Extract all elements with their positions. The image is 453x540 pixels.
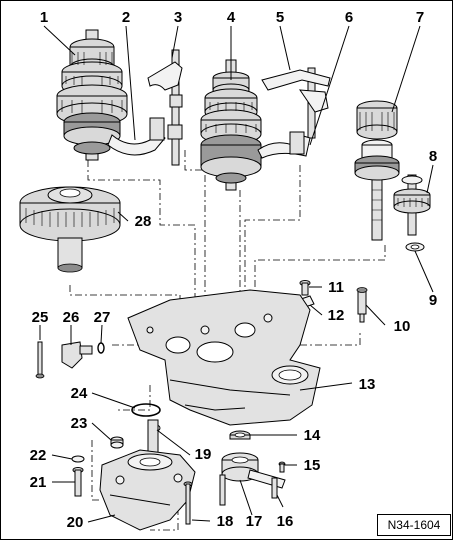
washer-23	[110, 436, 124, 449]
callout-19: 19	[195, 446, 212, 463]
callout-10: 10	[394, 318, 411, 335]
bolt-11	[299, 280, 311, 296]
seal-14	[229, 430, 251, 440]
callout-25: 25	[32, 309, 49, 326]
washer-22	[71, 455, 85, 463]
selector-rod-5	[261, 67, 331, 139]
callout-18: 18	[217, 513, 234, 530]
gear-8	[393, 174, 431, 236]
gearbox-housing-13	[127, 289, 321, 426]
sensor-10	[356, 287, 368, 323]
callout-2: 2	[122, 9, 130, 26]
callout-8: 8	[429, 148, 437, 165]
callout-24: 24	[71, 385, 88, 402]
callout-labels: 1 2 3 4 5 6 7 8 9 10 11 12 13 14 15 16 1…	[30, 9, 438, 531]
callout-7: 7	[416, 9, 424, 26]
o-ring-27	[97, 342, 105, 354]
callout-5: 5	[276, 9, 284, 26]
callout-17: 17	[246, 513, 263, 530]
callout-20: 20	[67, 514, 84, 531]
leader-lines	[39, 25, 434, 523]
callout-1: 1	[40, 9, 48, 26]
callout-22: 22	[30, 447, 47, 464]
assembly-lines	[69, 150, 386, 531]
callout-21: 21	[30, 474, 47, 491]
lever-16	[247, 469, 286, 499]
gear-shaft-1	[56, 29, 128, 161]
callout-27: 27	[94, 309, 111, 326]
callout-15: 15	[304, 457, 321, 474]
callout-14: 14	[304, 427, 321, 444]
callout-28: 28	[135, 213, 152, 230]
cover-20	[99, 419, 196, 531]
bearing-housing-17	[219, 452, 259, 506]
shift-rod-3	[147, 49, 183, 166]
callout-6: 6	[345, 9, 353, 26]
screw-25	[35, 341, 45, 379]
o-ring-24	[131, 403, 161, 417]
speed-sensor-26	[61, 341, 93, 369]
callout-3: 3	[174, 9, 182, 26]
bolt-21	[72, 467, 84, 497]
differential-28	[19, 186, 121, 273]
shift-fork-2	[107, 117, 166, 156]
callout-13: 13	[359, 376, 376, 393]
callout-4: 4	[227, 9, 236, 26]
pinion-shaft-7	[354, 100, 400, 241]
callout-11: 11	[328, 279, 344, 296]
callout-23: 23	[71, 415, 88, 432]
callout-16: 16	[277, 513, 294, 530]
figure-reference: N34-1604	[377, 514, 451, 536]
callout-12: 12	[328, 307, 345, 324]
bolt-18	[183, 481, 193, 525]
callout-26: 26	[63, 309, 80, 326]
callout-9: 9	[429, 292, 437, 309]
shim-9	[405, 242, 425, 252]
selector-fork-6	[257, 131, 311, 159]
screw-15	[278, 461, 286, 473]
